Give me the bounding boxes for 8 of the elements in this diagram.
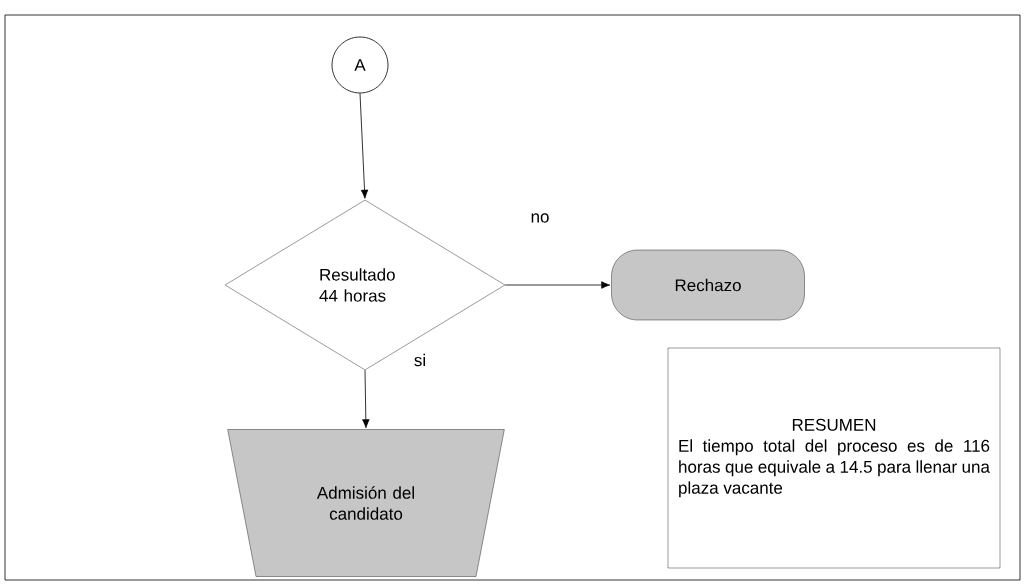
edge-label: si — [412, 352, 428, 368]
edge-label: no — [529, 212, 551, 224]
manual-operation-box: Admisión del candidato — [227, 429, 505, 577]
arrow — [362, 369, 370, 429]
arrow — [504, 281, 611, 289]
summary-box: RESUMEN El tiempo total del proceso es de 116 horas que equivale a 14.5 para llenar una plaza vacante — [667, 347, 1001, 569]
arrow — [359, 93, 369, 199]
terminal-box: Rechazo — [611, 249, 805, 321]
